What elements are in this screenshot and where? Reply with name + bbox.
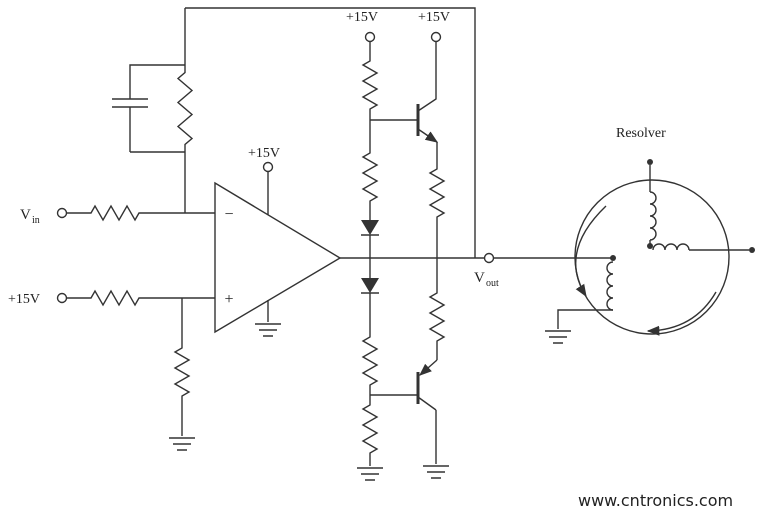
- rotor-terminal-dot: [610, 255, 616, 261]
- resolver-label: Resolver: [616, 126, 666, 141]
- vin-input-resistor: [87, 205, 141, 221]
- opamp-minus-sign: −: [224, 206, 233, 223]
- diode-branch-supply-terminal: [364, 31, 376, 43]
- stator-coil-vertical: [649, 191, 657, 246]
- ground-symbol-output-stage: [422, 465, 450, 479]
- pnp-emitter-lead: [419, 359, 438, 376]
- feedback-cap-wires: [129, 64, 185, 153]
- diode-bias-branch: [356, 31, 418, 481]
- ground-symbol-resolver: [544, 330, 572, 344]
- emitter-resistor-top: [429, 165, 445, 219]
- bias-input-resistor: [87, 290, 141, 306]
- vin-terminal: [56, 207, 68, 219]
- opamp-triangle: [214, 181, 342, 334]
- stator-junction-dot: [647, 243, 653, 249]
- stator-coil-horizontal: [652, 243, 749, 251]
- rotation-arrow-bottom: [646, 291, 717, 336]
- resolver-top-terminal-dot: [647, 159, 653, 165]
- opamp: − +: [214, 161, 342, 337]
- bias-resistor-3: [362, 333, 378, 387]
- diode-1: [360, 219, 380, 236]
- output-node: [340, 252, 613, 264]
- bias-supply-label: +15V: [8, 292, 40, 307]
- npn-emitter-lead: [417, 128, 439, 143]
- opamp-plus-sign: +: [224, 291, 233, 308]
- bias-terminal: [56, 292, 68, 304]
- vout-terminal: [483, 252, 495, 264]
- npn-collector-wire: [417, 41, 437, 112]
- rotor-coil: [606, 261, 614, 311]
- vout-label-sub: out: [486, 278, 499, 289]
- bias-resistor-4: [362, 401, 378, 455]
- pulldown-resistor: [174, 344, 190, 398]
- output-stage-supply-label: +15V: [418, 10, 450, 25]
- vout-label: V: [474, 270, 485, 286]
- push-pull-stage: [416, 31, 450, 479]
- diode-2: [360, 277, 380, 294]
- bias-resistor-1: [362, 57, 378, 111]
- vin-label-sub: in: [32, 215, 40, 226]
- rotor-ground-wire: [557, 309, 613, 329]
- ground-symbol-diode-branch: [356, 467, 384, 481]
- ground-symbol-input: [168, 437, 196, 451]
- opamp-supply-label: +15V: [248, 146, 280, 161]
- feedback-resistor: [176, 66, 194, 148]
- watermark-text: www.cntronics.com: [578, 491, 733, 510]
- output-stage-supply-terminal: [430, 31, 442, 43]
- resolver-right-terminal-dot: [749, 247, 755, 253]
- rotation-arrow-left: [574, 205, 607, 298]
- feedback-network: [112, 7, 476, 258]
- opamp-supply-terminal: [262, 161, 274, 173]
- bias-resistor-2: [362, 149, 378, 203]
- diode-branch-supply-label: +15V: [346, 10, 378, 25]
- vin-label: V: [20, 207, 31, 223]
- pnp-collector-wire: [417, 396, 437, 464]
- feedback-capacitor: [112, 98, 148, 108]
- resolver: [544, 159, 755, 344]
- ground-symbol-opamp: [254, 323, 282, 337]
- emitter-resistor-bottom: [429, 289, 445, 343]
- input-stage: [56, 205, 215, 451]
- feedback-top-wire: [185, 7, 476, 258]
